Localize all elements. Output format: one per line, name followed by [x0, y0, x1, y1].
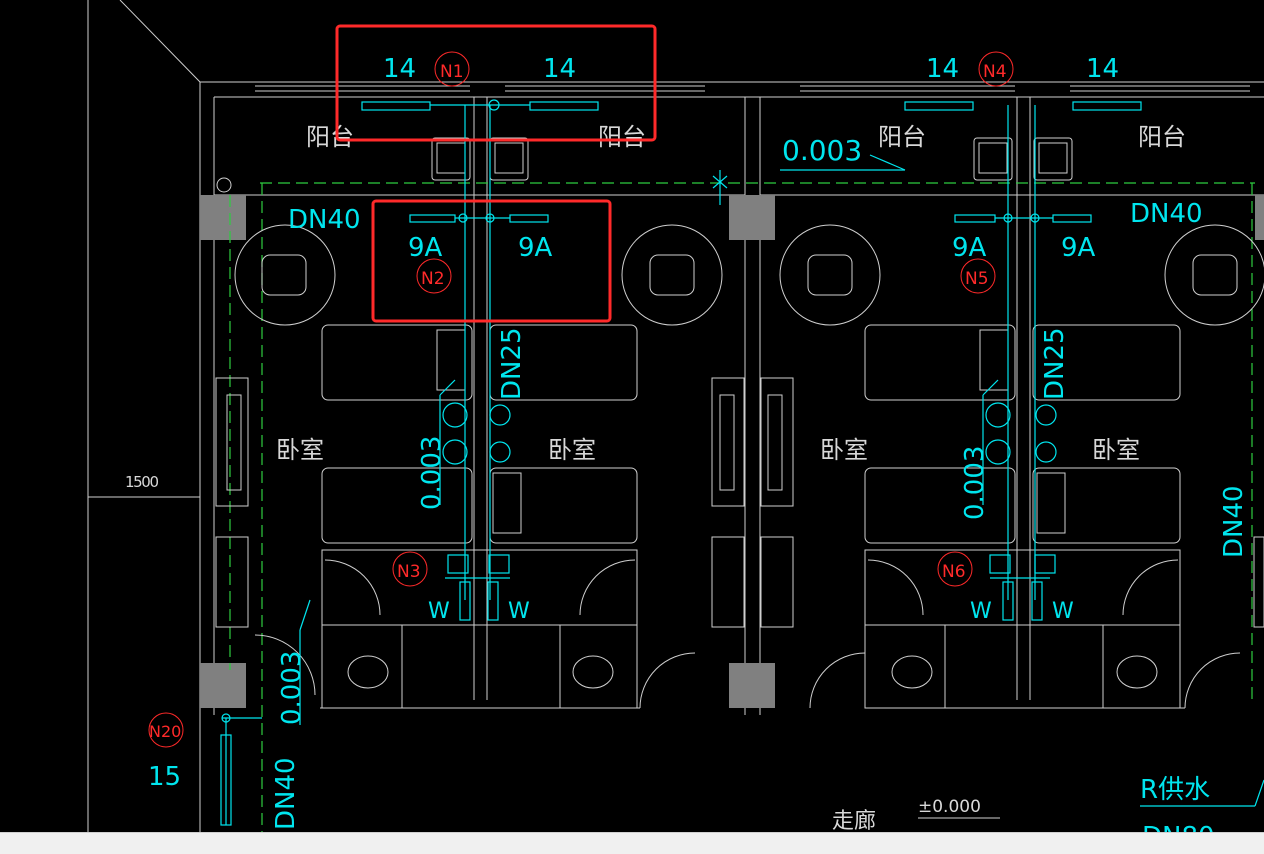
fixture-value-9a-c: 9A	[952, 233, 987, 263]
desk-chairs	[234, 224, 1264, 326]
pipe-dn80: DN80	[1142, 822, 1215, 832]
label-bedroom-4: 卧室	[1092, 436, 1140, 464]
water-pipes	[220, 99, 1264, 826]
highlight-box-balcony	[335, 24, 657, 142]
node-tags	[148, 51, 1014, 748]
label-bedroom-2: 卧室	[548, 436, 596, 464]
label-balcony-4: 阳台	[1138, 123, 1186, 151]
node-tag-n4: N4	[983, 62, 1007, 82]
label-bedroom-1: 卧室	[276, 436, 324, 464]
water-supply-label: R供水	[1140, 775, 1210, 805]
pipe-dn40-top-right: DN40	[1130, 199, 1203, 229]
fixture-value-14-c: 14	[926, 54, 959, 84]
label-corridor: 走廊	[832, 809, 876, 832]
fixture-value-9a-b: 9A	[518, 233, 553, 263]
node-tag-n1: N1	[440, 62, 464, 82]
node-tag-n3: N3	[397, 562, 421, 582]
fixture-value-15: 15	[148, 762, 181, 792]
fixture-value-9a-a: 9A	[408, 233, 443, 263]
cad-drawing-canvas[interactable]: 1500	[0, 0, 1264, 832]
status-bar	[0, 832, 1264, 854]
node-tag-n2: N2	[421, 269, 445, 289]
pipe-dn40-bottom-left: DN40	[271, 757, 301, 830]
label-elevation: ±0.000	[918, 797, 981, 817]
fixture-value-9a-d: 9A	[1061, 233, 1096, 263]
dimension-1500: 1500	[125, 473, 159, 491]
pipe-dn40-right: DN40	[1219, 485, 1249, 558]
label-balcony-3: 阳台	[878, 123, 926, 151]
pipe-slope-left: 0.003	[417, 436, 447, 510]
pipe-slope-bottom: 0.003	[277, 651, 307, 725]
label-balcony-1: 阳台	[306, 123, 354, 151]
pipe-slope-top: 0.003	[782, 134, 862, 167]
node-tag-n20: N20	[149, 722, 181, 741]
fixture-w-1: W	[428, 599, 450, 624]
axis-lines	[229, 182, 1255, 832]
node-tag-n6: N6	[942, 562, 966, 582]
pipe-dn25-right: DN25	[1040, 327, 1070, 400]
label-balcony-2: 阳台	[598, 123, 646, 151]
structural-columns	[200, 195, 1264, 708]
highlight-box-bedroom	[371, 199, 612, 323]
fixture-w-2: W	[508, 599, 530, 624]
fixture-w-4: W	[1052, 599, 1074, 624]
fixture-value-14-d: 14	[1086, 54, 1119, 84]
pipe-dn25-left: DN25	[497, 327, 527, 400]
pipe-dn40-top-left: DN40	[288, 205, 361, 235]
label-bedroom-3: 卧室	[820, 436, 868, 464]
wardrobes	[215, 377, 1264, 628]
bathrooms	[254, 549, 1241, 709]
pipe-slope-right: 0.003	[960, 446, 990, 520]
fixture-value-14-a: 14	[383, 54, 416, 84]
fixture-w-3: W	[970, 599, 992, 624]
node-tag-n5: N5	[965, 269, 989, 289]
fixture-value-14-b: 14	[543, 54, 576, 84]
